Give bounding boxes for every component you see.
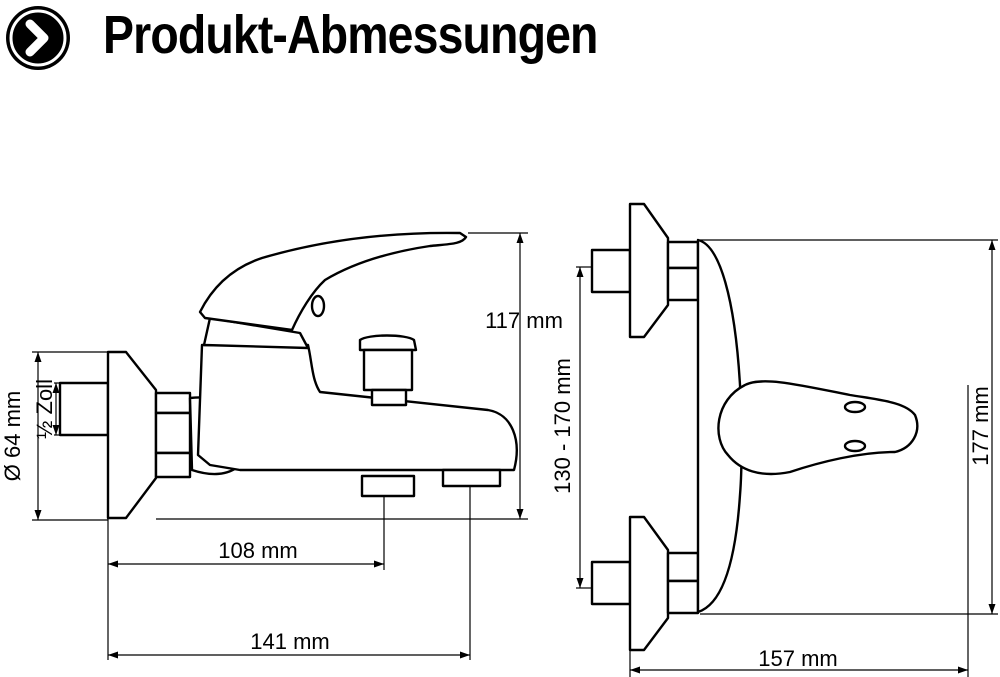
- bath-outlet: [441, 468, 502, 488]
- height-top-label: 177 mm: [968, 386, 993, 465]
- front-lever: [717, 380, 919, 476]
- outlet-distance-label: 108 mm: [218, 538, 297, 563]
- upper-pipe-stub: [590, 248, 632, 294]
- hex-nut-top: [154, 391, 192, 415]
- total-width-label: 157 mm: [758, 646, 837, 671]
- diverter-knob: [358, 334, 418, 352]
- height-front-label: 117 mm: [485, 308, 563, 333]
- chevron-right-icon: [6, 6, 70, 70]
- lever-handle: [198, 231, 468, 332]
- upper-rosette: [628, 202, 670, 339]
- wall-rosette: [106, 350, 158, 520]
- thread-label: ½ Zoll: [32, 379, 57, 439]
- pipe-stub: [58, 381, 110, 437]
- hex-nut-bottom: [154, 451, 192, 479]
- front-view: 130 - 170 mm 177 mm 157 mm: [550, 202, 998, 677]
- page-title: Produkt-Abmessungen: [103, 5, 598, 65]
- total-depth-label: 141 mm: [250, 629, 329, 654]
- lower-rosette: [628, 515, 670, 652]
- center-distance-label: 130 - 170 mm: [550, 358, 575, 494]
- lower-pipe-stub: [590, 560, 632, 606]
- shower-outlet: [360, 474, 416, 498]
- side-view: Ø 64 mm ½ Zoll 117 mm 108 mm 141 mm: [0, 231, 563, 660]
- mixer-body: [196, 343, 518, 472]
- diameter-label: Ø 64 mm: [0, 391, 25, 481]
- header: Produkt-Abmessungen: [0, 0, 1000, 80]
